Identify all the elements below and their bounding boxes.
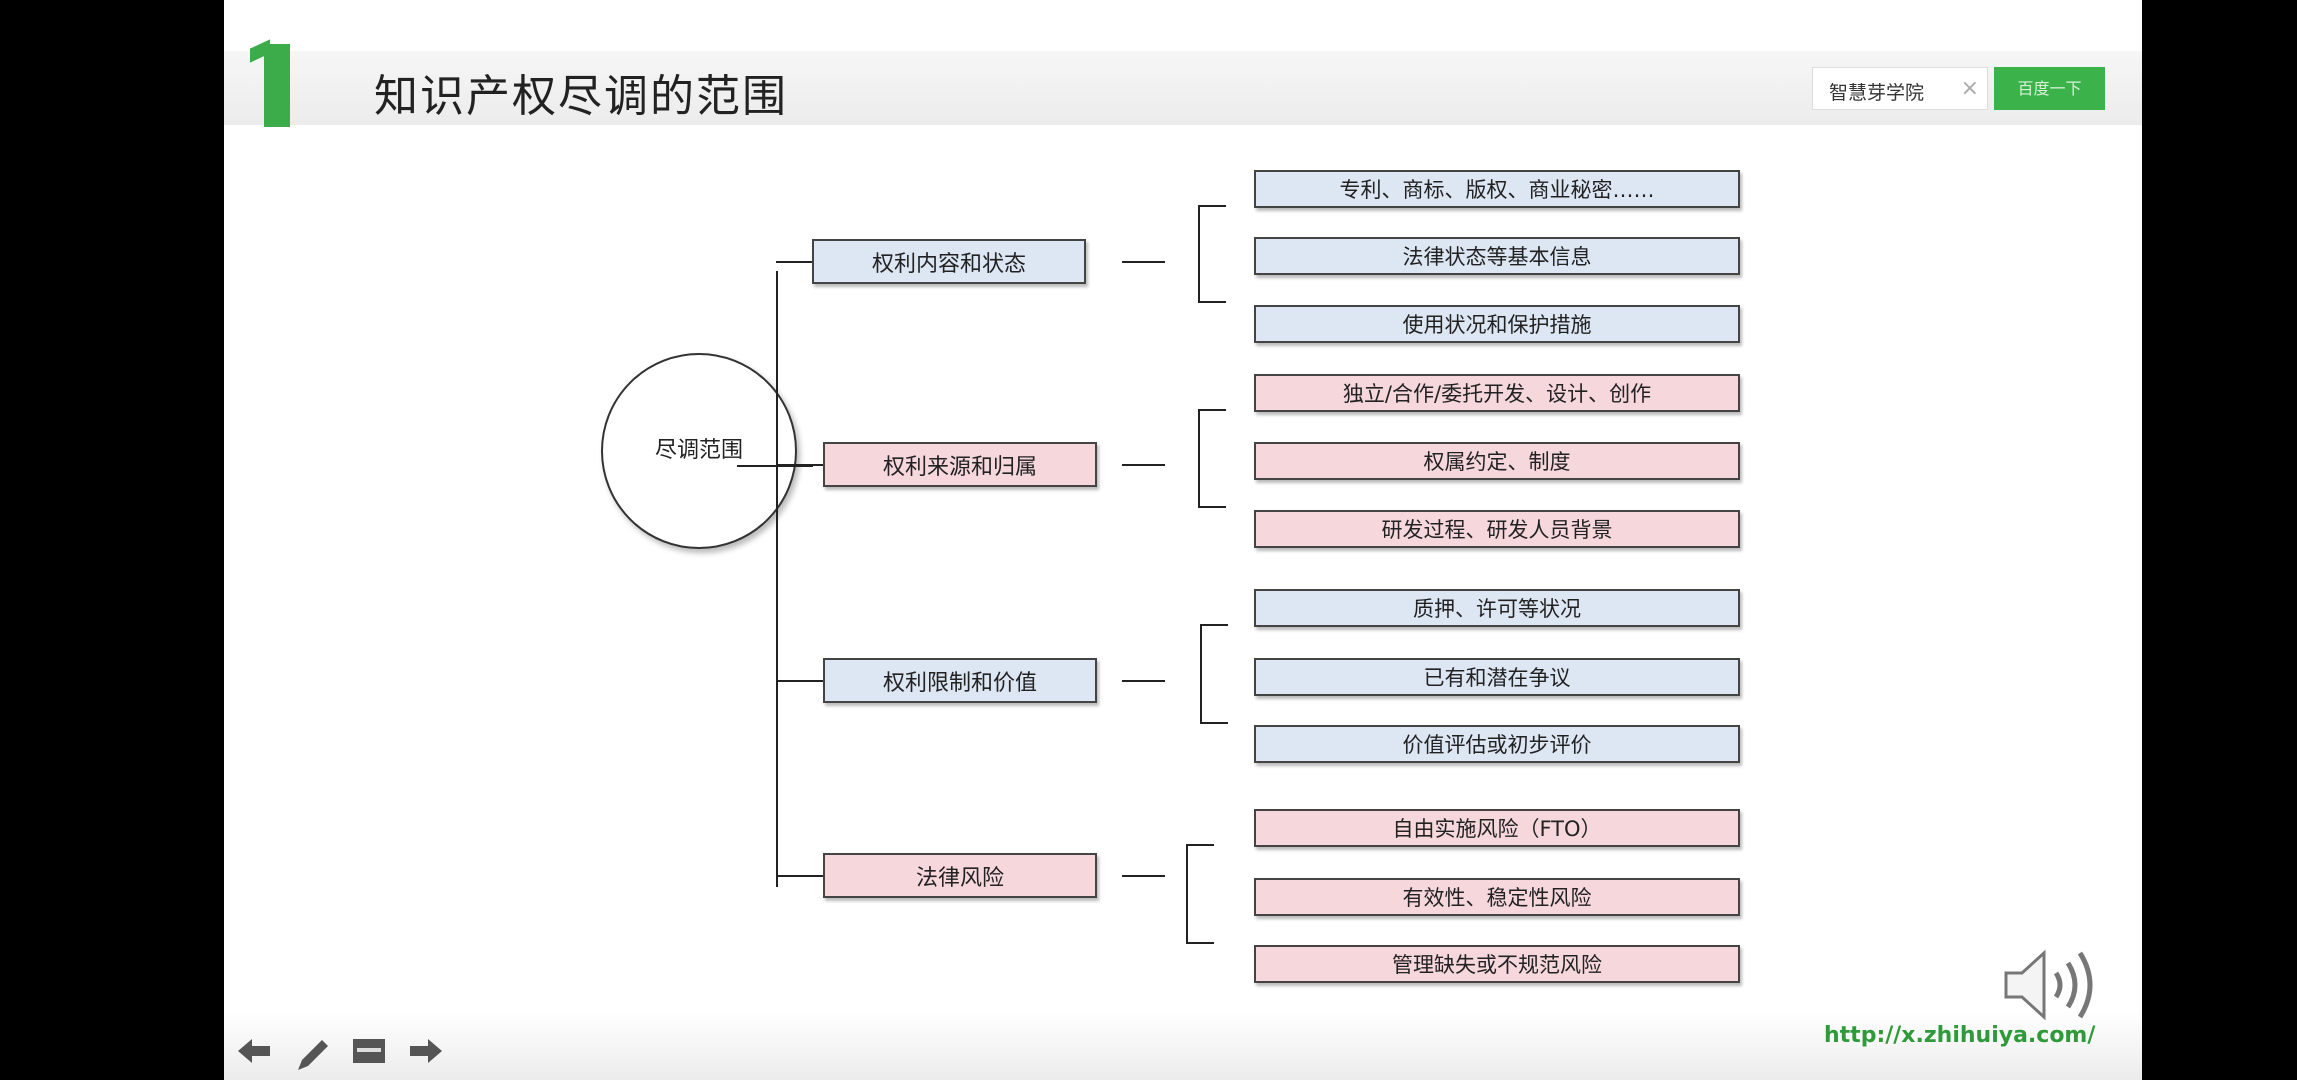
- branch-connector: [776, 680, 823, 682]
- slide: 知识产权尽调的范围 智慧芽学院 × 百度一下 尽调范围 权利内容和状态 专利、商标、…: [224, 0, 2142, 1080]
- trunk-line: [776, 271, 778, 887]
- prev-arrow-icon[interactable]: [236, 1036, 272, 1066]
- leaf-label: 法律状态等基本信息: [1402, 245, 1592, 269]
- branch-node: 权利内容和状态: [812, 239, 1086, 284]
- menu-icon[interactable]: [352, 1036, 386, 1066]
- next-arrow-icon[interactable]: [408, 1036, 444, 1066]
- branch-dash: [1122, 875, 1165, 877]
- bracket-tick: [1186, 942, 1214, 944]
- leaf-node: 法律状态等基本信息: [1254, 237, 1740, 275]
- leaf-label: 独立/合作/委托开发、设计、创作: [1342, 382, 1652, 406]
- branch-label: 法律风险: [915, 865, 1004, 891]
- leaf-node: 自由实施风险（FTO）: [1254, 809, 1740, 847]
- search-input[interactable]: 智慧芽学院 ×: [1812, 67, 1988, 110]
- leaf-node: 价值评估或初步评价: [1254, 725, 1740, 763]
- branch-label: 权利限制和价值: [882, 670, 1037, 696]
- leaf-node: 权属约定、制度: [1254, 442, 1740, 480]
- search-value: 智慧芽学院: [1829, 82, 1925, 104]
- leaf-node: 有效性、稳定性风险: [1254, 878, 1740, 916]
- search-button[interactable]: 百度一下: [1994, 67, 2105, 110]
- bracket-line: [1200, 624, 1202, 723]
- bracket-tick: [1186, 844, 1214, 846]
- leaf-label: 使用状况和保护措施: [1402, 313, 1592, 337]
- leaf-label: 价值评估或初步评价: [1402, 733, 1592, 757]
- branch-dash: [1122, 464, 1165, 466]
- leaf-label: 已有和潜在争议: [1423, 666, 1571, 690]
- leaf-node: 研发过程、研发人员背景: [1254, 510, 1740, 548]
- leaf-label: 管理缺失或不规范风险: [1392, 953, 1602, 977]
- leaf-node: 质押、许可等状况: [1254, 589, 1740, 627]
- page-title: 知识产权尽调的范围: [374, 71, 788, 122]
- branch-node: 法律风险: [823, 853, 1097, 898]
- clear-icon[interactable]: ×: [1960, 76, 1979, 101]
- branch-dash: [1122, 261, 1165, 263]
- leaf-node: 已有和潜在争议: [1254, 658, 1740, 696]
- leaf-label: 专利、商标、版权、商业秘密……: [1339, 178, 1655, 202]
- bracket-tick: [1198, 205, 1226, 207]
- leaf-label: 自由实施风险（FTO）: [1392, 817, 1602, 841]
- leaf-node: 独立/合作/委托开发、设计、创作: [1254, 374, 1740, 412]
- bracket-tick: [1198, 506, 1226, 508]
- footer-bar: [224, 1010, 2142, 1080]
- bracket-tick: [1198, 301, 1226, 303]
- leaf-node: 管理缺失或不规范风险: [1254, 945, 1740, 983]
- leaf-label: 研发过程、研发人员背景: [1381, 518, 1613, 542]
- branch-connector: [776, 875, 823, 877]
- leaf-label: 有效性、稳定性风险: [1402, 886, 1592, 910]
- leaf-node: 专利、商标、版权、商业秘密……: [1254, 170, 1740, 208]
- bracket-tick: [1200, 722, 1228, 724]
- branch-connector: [776, 464, 823, 466]
- slide-nav: [236, 1036, 444, 1072]
- branch-node: 权利限制和价值: [823, 658, 1097, 703]
- branch-dash: [1122, 680, 1165, 682]
- section-number-1: [264, 44, 290, 127]
- bracket-tick: [1198, 409, 1226, 411]
- branch-node: 权利来源和归属: [823, 442, 1097, 487]
- bracket-line: [1198, 409, 1200, 507]
- leaf-label: 权属约定、制度: [1423, 450, 1571, 474]
- leaf-node: 使用状况和保护措施: [1254, 305, 1740, 343]
- branch-label: 权利来源和归属: [882, 454, 1037, 480]
- site-url[interactable]: http://x.zhihuiya.com/: [1824, 1023, 2096, 1048]
- bracket-tick: [1200, 624, 1228, 626]
- pen-icon[interactable]: [294, 1036, 330, 1072]
- branch-connector: [776, 261, 812, 263]
- connector: [737, 465, 813, 467]
- bracket-line: [1186, 844, 1188, 943]
- leaf-label: 质押、许可等状况: [1413, 597, 1581, 621]
- speaker-icon[interactable]: [2000, 945, 2110, 1025]
- bracket-line: [1198, 205, 1200, 302]
- root-node: 尽调范围: [601, 353, 797, 549]
- branch-label: 权利内容和状态: [871, 251, 1026, 277]
